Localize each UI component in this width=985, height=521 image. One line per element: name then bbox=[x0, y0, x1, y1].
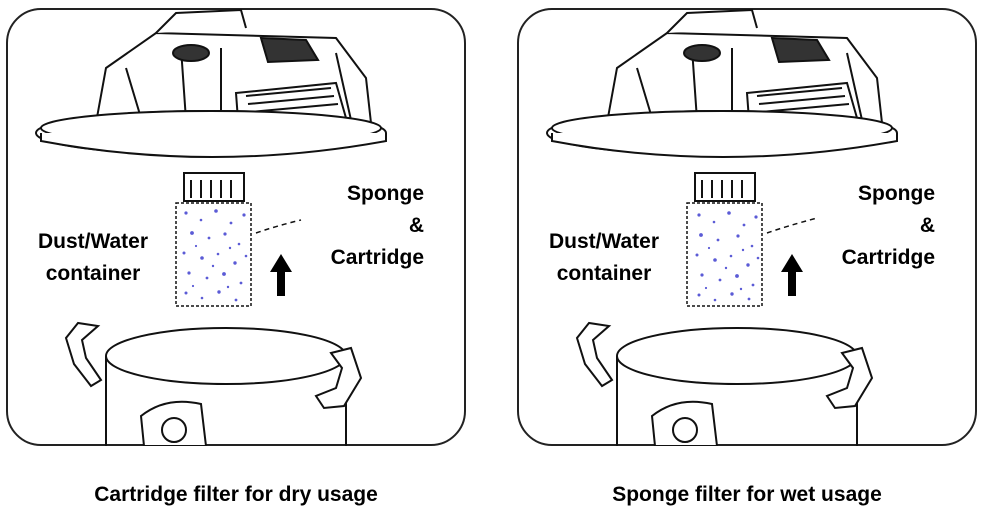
motor-head bbox=[605, 8, 884, 124]
filter-speckles bbox=[695, 211, 760, 302]
panel-frame bbox=[6, 8, 466, 446]
filter-sponge bbox=[686, 202, 763, 307]
filter-label: Sponge & Cartridge bbox=[815, 178, 935, 274]
vacuum-illustration-dry bbox=[6, 8, 466, 446]
filter-mount bbox=[694, 172, 756, 202]
filter-speckles bbox=[182, 209, 248, 302]
filter-label-line2: & bbox=[408, 214, 424, 237]
caption-wet-usage: Sponge filter for wet usage bbox=[612, 483, 882, 506]
container-label-line2: container bbox=[45, 262, 141, 285]
lid-disc bbox=[35, 110, 387, 158]
container-label: Dust/Water container bbox=[18, 226, 168, 290]
panel-dry-usage: Dust/Water container Sponge & Cartridge bbox=[6, 8, 466, 446]
up-arrow-icon bbox=[270, 254, 292, 296]
container-label-line1: Dust/Water bbox=[548, 230, 660, 253]
filter-label-line1: Sponge bbox=[347, 182, 424, 205]
filter-label-line3: Cartridge bbox=[841, 246, 935, 269]
lid-disc bbox=[546, 110, 898, 158]
filter-mount bbox=[183, 172, 245, 202]
container-label-line1: Dust/Water bbox=[37, 230, 149, 253]
filter-label-line1: Sponge bbox=[858, 182, 935, 205]
filter-label-line2: & bbox=[919, 214, 935, 237]
motor-head bbox=[94, 8, 373, 124]
filter-label-line3: Cartridge bbox=[330, 246, 424, 269]
filter-label: Sponge & Cartridge bbox=[304, 178, 424, 274]
panel-frame bbox=[517, 8, 977, 446]
panel-wet-usage: Dust/Water container Sponge & Cartridge bbox=[517, 8, 977, 446]
leader-line bbox=[766, 217, 818, 234]
up-arrow-icon bbox=[781, 254, 803, 296]
vacuum-illustration-wet bbox=[517, 8, 977, 446]
leader-line bbox=[255, 219, 302, 234]
dust-water-container bbox=[575, 321, 874, 446]
dust-water-container bbox=[64, 321, 363, 446]
container-label-line2: container bbox=[556, 262, 652, 285]
caption-dry-usage: Cartridge filter for dry usage bbox=[94, 483, 378, 506]
container-label: Dust/Water container bbox=[529, 226, 679, 290]
filter-cartridge bbox=[175, 202, 252, 307]
